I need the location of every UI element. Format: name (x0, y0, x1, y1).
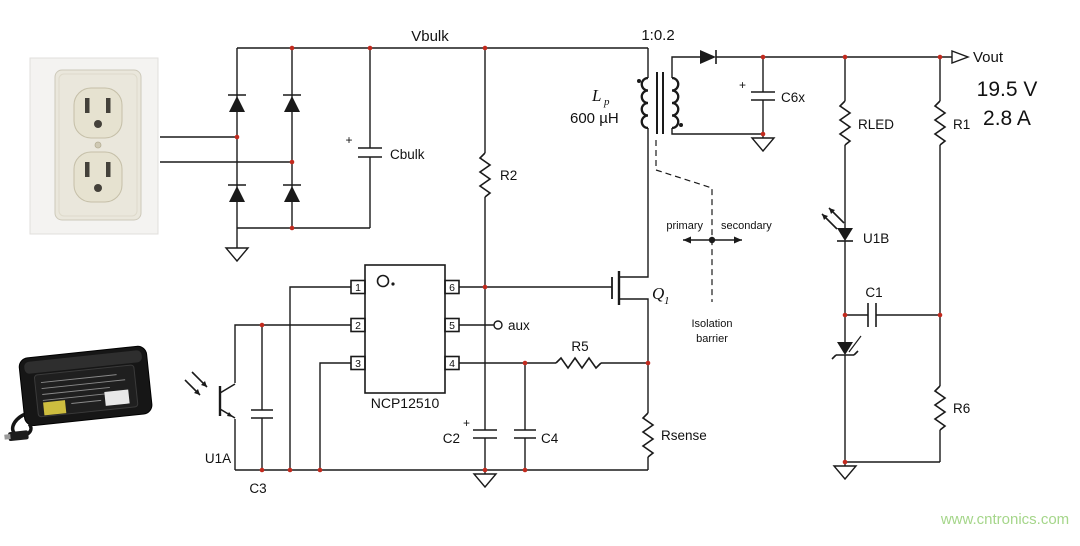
r1-label: R1 (953, 117, 970, 132)
arrow-left-icon (683, 236, 691, 244)
capacitor-c4: C4 (514, 429, 559, 446)
isolation-barrier: primary secondary Isolation barrier (655, 140, 772, 345)
rsense-label: Rsense (661, 428, 707, 443)
vout-arrow-icon (951, 49, 970, 65)
r2-label: R2 (500, 168, 517, 183)
resistor-r1: R1 (933, 100, 970, 146)
primary-winding (640, 76, 649, 130)
output-diode (700, 50, 717, 64)
pin1-indicator-icon (376, 274, 390, 288)
r6-label: R6 (953, 401, 970, 416)
diode (283, 94, 301, 112)
diode (228, 184, 246, 202)
polarity-dot (637, 79, 641, 83)
c2-plus: + (463, 416, 470, 430)
light-arrow-icon (829, 208, 835, 214)
isolation-dashed-line (655, 140, 713, 302)
secondary-winding (671, 76, 680, 130)
dc-plug-tip (4, 434, 11, 440)
bridge-rectifier (224, 94, 301, 263)
capacitor-c2: + C2 (443, 416, 498, 489)
lp-symbol: L (591, 86, 601, 105)
c6x-plus: + (739, 78, 746, 92)
ground-icon (750, 137, 776, 153)
junction-dots (234, 45, 943, 473)
capacitor-c3: C3 (249, 409, 273, 496)
outlet-receptacle-top (73, 87, 123, 139)
diode (228, 94, 246, 112)
c1-label: C1 (865, 285, 882, 300)
resistor-rsense: Rsense (641, 412, 707, 458)
resistor-r2: R2 (478, 152, 517, 198)
c3-label: C3 (249, 481, 266, 496)
c6x-label: C6x (781, 90, 805, 105)
rled-label: RLED (858, 117, 894, 132)
watermark: www.cntronics.com (940, 511, 1069, 528)
diode (283, 184, 301, 202)
ic-pin-2: 2 (355, 320, 361, 332)
adapter-sticker-white (104, 389, 130, 406)
wires (160, 47, 952, 474)
u1a-label: U1A (205, 451, 231, 466)
ground-icon (472, 473, 498, 489)
ic-pin-1: 1 (355, 282, 361, 294)
light-arrow-icon (201, 381, 207, 387)
cbulk-plus: + (345, 133, 352, 147)
lp-value: 600 µH (570, 110, 619, 127)
mosfet-q1: Q 1 (611, 271, 670, 307)
c2-label: C2 (443, 431, 460, 446)
optocoupler-led-u1b: U1B (821, 207, 889, 246)
ic-name-label: NCP12510 (371, 395, 440, 411)
vbulk-label: Vbulk (411, 28, 449, 45)
resistor-r5: R5 (555, 339, 602, 370)
ic-pin-5: 5 (449, 320, 455, 332)
lp-subscript: p (603, 96, 610, 108)
polarity-dot (679, 123, 683, 127)
resistor-r6: R6 (933, 385, 970, 431)
transformer: 1:0.2 L p 600 µH (570, 27, 683, 134)
bulk-capacitor: + Cbulk (345, 133, 424, 162)
arrow-right-icon (734, 236, 742, 244)
adapter-sticker-yellow (43, 400, 67, 416)
vout-label: Vout (973, 49, 1004, 66)
shunt-regulator (831, 335, 862, 360)
wall-outlet-photo (29, 57, 159, 235)
resistor-rled: RLED (838, 100, 894, 146)
outlet-receptacle-bottom (73, 151, 123, 203)
ic-pin-6: 6 (449, 282, 455, 294)
r5-label: R5 (571, 339, 588, 354)
ic-pin-4: 4 (449, 358, 455, 370)
output-voltage: 19.5 V (977, 78, 1038, 101)
ground-icon (224, 247, 250, 263)
u1b-label: U1B (863, 231, 889, 246)
isolation-label-line2: barrier (696, 333, 728, 345)
cbulk-label: Cbulk (390, 147, 425, 162)
optocoupler-transistor-u1a: U1A (184, 371, 236, 466)
dc-plug-barrel (8, 430, 29, 442)
power-adapter-photo (4, 345, 153, 442)
turns-ratio-label: 1:0.2 (641, 27, 674, 44)
light-arrow-icon (822, 214, 828, 220)
vout-terminal: Vout 19.5 V 2.8 A (951, 49, 1038, 130)
capacitor-c1: C1 (865, 285, 883, 327)
isolation-label-line1: Isolation (692, 318, 733, 330)
ic-pin-3: 3 (355, 358, 361, 370)
aux-label: aux (508, 318, 530, 333)
controller-ic: 1 2 3 6 5 4 NCP12510 (350, 264, 460, 411)
output-current: 2.8 A (983, 107, 1031, 130)
c4-label: C4 (541, 431, 559, 446)
aux-terminal: aux (493, 318, 530, 333)
light-arrow-icon (194, 389, 200, 395)
primary-label: primary (666, 220, 703, 232)
q1-label: Q (652, 284, 664, 303)
output-capacitor-c6x: + C6x (739, 78, 805, 153)
secondary-label: secondary (721, 220, 772, 232)
q1-subscript: 1 (664, 295, 670, 307)
ground-icon (832, 465, 858, 481)
